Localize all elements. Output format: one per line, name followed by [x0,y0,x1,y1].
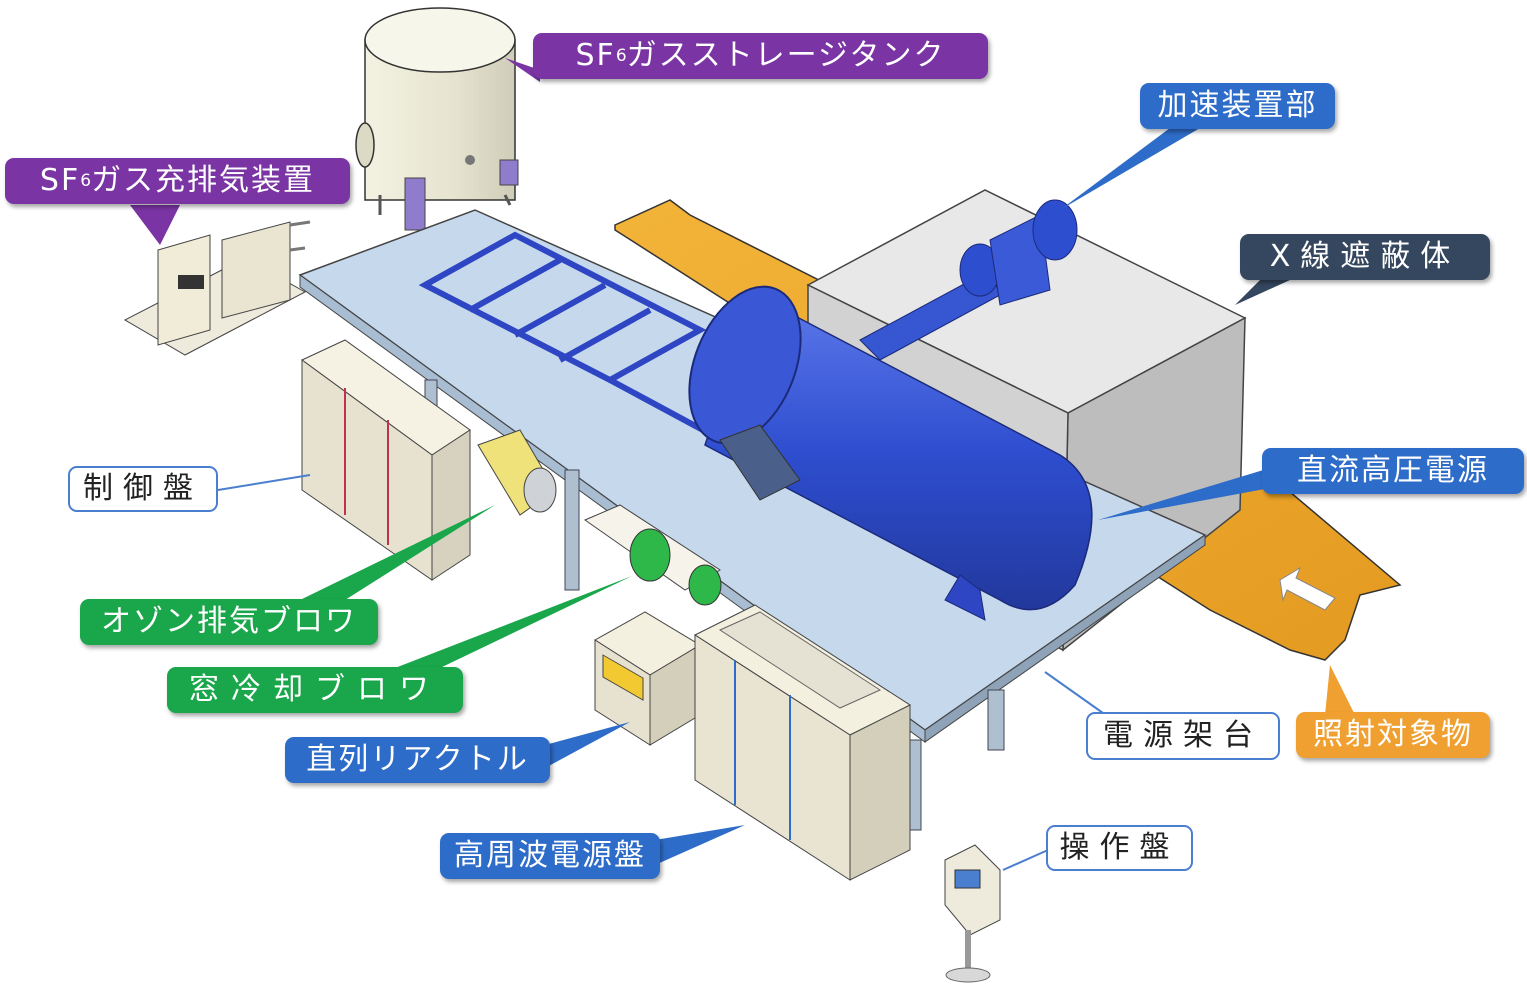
sf6-storage-tank [356,8,518,235]
label-power-frame: 電源架台 [1086,712,1280,760]
label-irradiation-target: 照射対象物 [1296,712,1490,758]
label-sf6-gas-unit-pre: SF [40,166,80,196]
operation-panel-stand [945,845,1000,982]
label-window-blower: 窓冷却ブロワ [167,667,463,713]
label-hf-power-panel: 高周波電源盤 [440,833,660,879]
label-sf6-gas-unit-sub: 6 [80,173,91,190]
series-reactor-unit [595,612,700,745]
label-xray-shield: X線遮蔽体 [1240,234,1490,280]
label-sf6-storage-tank-post: ガスストレージタンク [627,41,946,71]
label-control-panel: 制御盤 [68,466,218,512]
label-dc-hv-supply: 直流高圧電源 [1262,448,1524,494]
label-operation-panel: 操作盤 [1046,825,1193,871]
label-series-reactor: 直列リアクトル [285,737,550,783]
label-sf6-storage-tank-sub: 6 [616,48,627,65]
label-sf6-storage-tank-pre: SF [576,41,616,71]
label-accelerator: 加速装置部 [1140,83,1335,129]
label-ozone-blower: オゾン排気ブロワ [80,599,378,645]
label-sf6-gas-unit-post: ガス充排気装置 [91,166,315,196]
sf6-gas-unit [125,222,310,355]
